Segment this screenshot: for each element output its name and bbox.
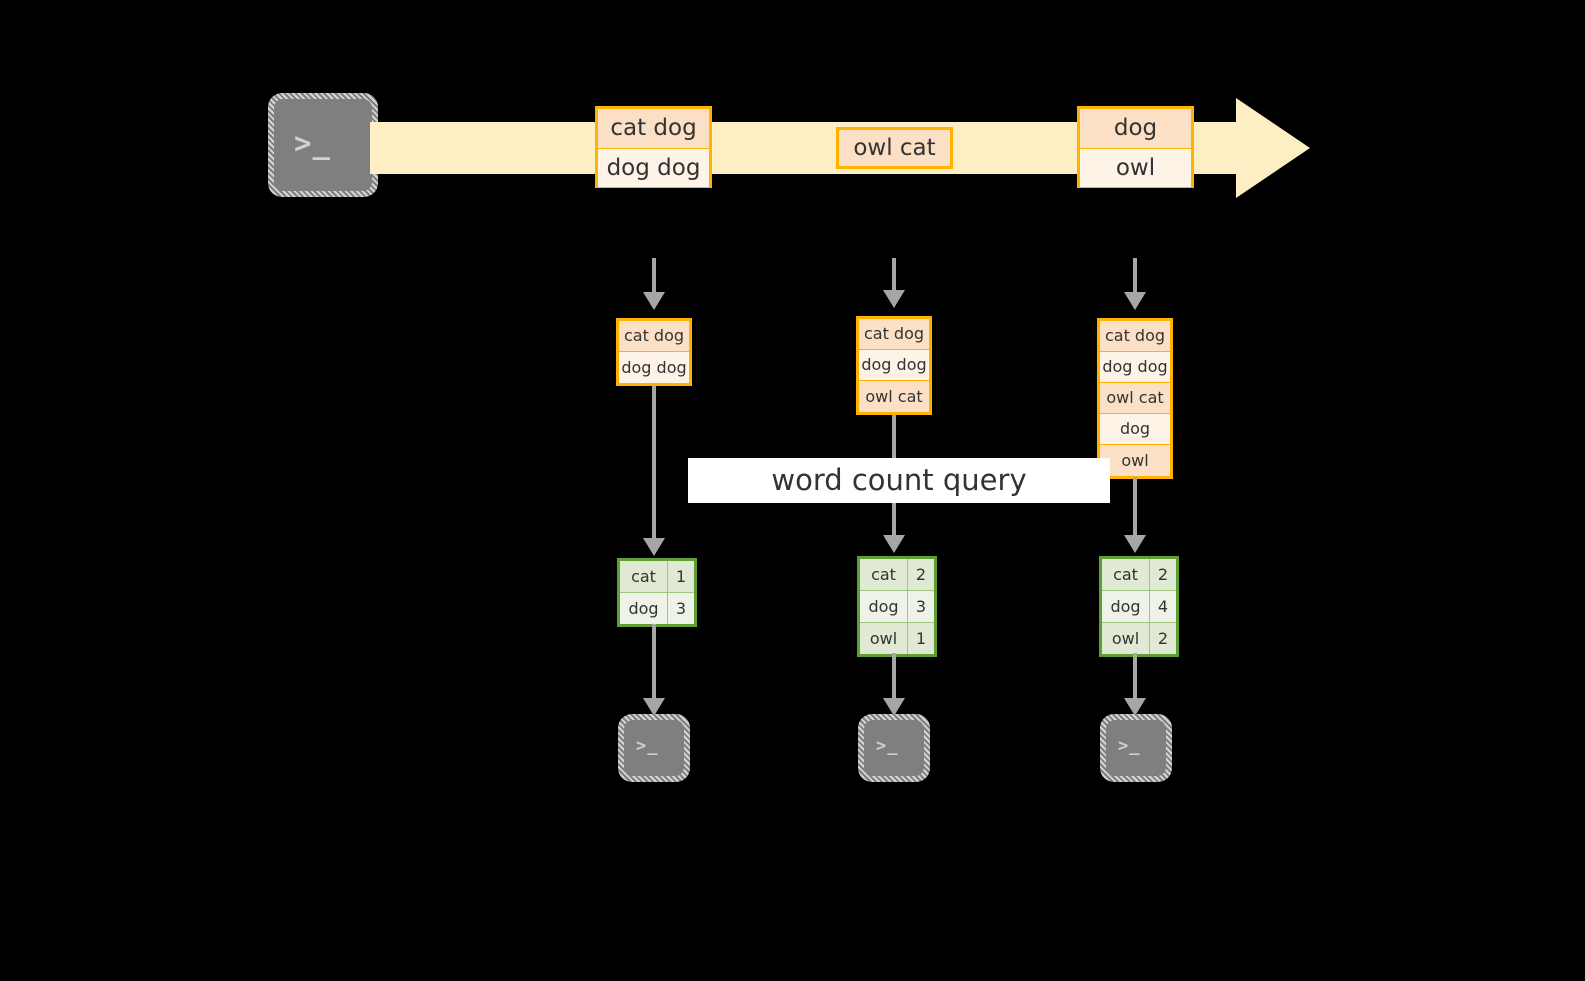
- snapshot-3-input-row: owl cat: [1100, 383, 1170, 414]
- word-count-query-label: word count query: [771, 463, 1027, 497]
- result-count: 3: [908, 591, 934, 622]
- table-row: owl 2: [1102, 623, 1176, 654]
- snapshot-1-query-arrowhead: [643, 538, 665, 556]
- snapshot-1-result-table[interactable]: cat 1 dog 3: [617, 558, 697, 627]
- stream-event-1-line-2: dog dog: [598, 149, 709, 187]
- snapshot-3-sink-line: [1133, 653, 1137, 698]
- snapshot-1-tap-line: [652, 258, 656, 292]
- result-word: cat: [1102, 559, 1150, 590]
- snapshot-2-sink-arrowhead: [883, 698, 905, 716]
- snapshot-2-sink-line: [892, 653, 896, 698]
- stream-event-3-line-1: dog: [1080, 109, 1191, 149]
- snapshot-3-tap-line: [1133, 258, 1137, 292]
- stream-event-3[interactable]: dog owl: [1077, 106, 1194, 188]
- snapshot-3-input-table[interactable]: cat dog dog dog owl cat dog owl: [1097, 318, 1173, 479]
- snapshot-3-input-row: cat dog: [1100, 321, 1170, 352]
- snapshot-2-input-row: dog dog: [859, 350, 929, 381]
- snapshot-2-tap-line: [892, 258, 896, 292]
- table-row: cat 2: [1102, 559, 1176, 591]
- snapshot-3-input-row: dog dog: [1100, 352, 1170, 383]
- stream-event-1-line-1: cat dog: [598, 109, 709, 149]
- result-word: cat: [860, 559, 908, 590]
- snapshot-1-tap-arrowhead: [643, 292, 665, 310]
- result-word: dog: [860, 591, 908, 622]
- table-row: cat 1: [620, 561, 694, 593]
- result-count: 2: [908, 559, 934, 590]
- terminal-prompt-glyph: >_: [294, 126, 331, 160]
- table-row: dog 4: [1102, 591, 1176, 623]
- snapshot-1-input-row: dog dog: [619, 352, 689, 383]
- terminal-prompt-glyph: >_: [636, 736, 659, 756]
- snapshot-2-query-arrowhead: [883, 535, 905, 553]
- result-count: 2: [1150, 623, 1176, 654]
- snapshot-1-input-table[interactable]: cat dog dog dog: [616, 318, 692, 386]
- snapshot-2-result-table[interactable]: cat 2 dog 3 owl 1: [857, 556, 937, 657]
- snapshot-2-input-row: owl cat: [859, 381, 929, 412]
- stream-event-2[interactable]: owl cat: [836, 127, 953, 169]
- result-word: owl: [1102, 623, 1150, 654]
- snapshot-1-sink-line: [652, 624, 656, 698]
- result-word: owl: [860, 623, 908, 654]
- result-count: 3: [668, 593, 694, 624]
- snapshot-1-sink-terminal-icon[interactable]: >_: [618, 714, 690, 782]
- terminal-screen: [624, 720, 684, 776]
- snapshot-1-query-line: [652, 386, 656, 538]
- terminal-prompt-glyph: >_: [876, 736, 899, 756]
- snapshot-2-sink-terminal-icon[interactable]: >_: [858, 714, 930, 782]
- snapshot-3-query-line: [1133, 477, 1137, 535]
- result-word: cat: [620, 561, 668, 592]
- snapshot-3-sink-arrowhead: [1124, 698, 1146, 716]
- stream-arrowhead: [1236, 98, 1310, 198]
- stream-event-1[interactable]: cat dog dog dog: [595, 106, 712, 188]
- table-row: cat 2: [860, 559, 934, 591]
- result-count: 2: [1150, 559, 1176, 590]
- result-count: 1: [908, 623, 934, 654]
- snapshot-3-tap-arrowhead: [1124, 292, 1146, 310]
- table-row: owl 1: [860, 623, 934, 654]
- result-count: 4: [1150, 591, 1176, 622]
- terminal-screen: [864, 720, 924, 776]
- stream-event-2-line-1: owl cat: [839, 130, 950, 166]
- table-row: dog 3: [860, 591, 934, 623]
- terminal-prompt-glyph: >_: [1118, 736, 1141, 756]
- snapshot-2-input-table[interactable]: cat dog dog dog owl cat: [856, 316, 932, 415]
- snapshot-2-input-row: cat dog: [859, 319, 929, 350]
- result-word: dog: [620, 593, 668, 624]
- word-count-query-banner: word count query: [688, 458, 1110, 503]
- snapshot-1-sink-arrowhead: [643, 698, 665, 716]
- result-count: 1: [668, 561, 694, 592]
- stream-event-3-line-2: owl: [1080, 149, 1191, 187]
- snapshot-3-query-arrowhead: [1124, 535, 1146, 553]
- terminal-screen: [274, 99, 372, 191]
- snapshot-3-result-table[interactable]: cat 2 dog 4 owl 2: [1099, 556, 1179, 657]
- snapshot-3-sink-terminal-icon[interactable]: >_: [1100, 714, 1172, 782]
- snapshot-3-input-row: owl: [1100, 445, 1170, 476]
- table-row: dog 3: [620, 593, 694, 624]
- snapshot-2-tap-arrowhead: [883, 290, 905, 308]
- terminal-screen: [1106, 720, 1166, 776]
- source-terminal-icon[interactable]: >_: [268, 93, 378, 197]
- snapshot-3-input-row: dog: [1100, 414, 1170, 445]
- result-word: dog: [1102, 591, 1150, 622]
- snapshot-1-input-row: cat dog: [619, 321, 689, 352]
